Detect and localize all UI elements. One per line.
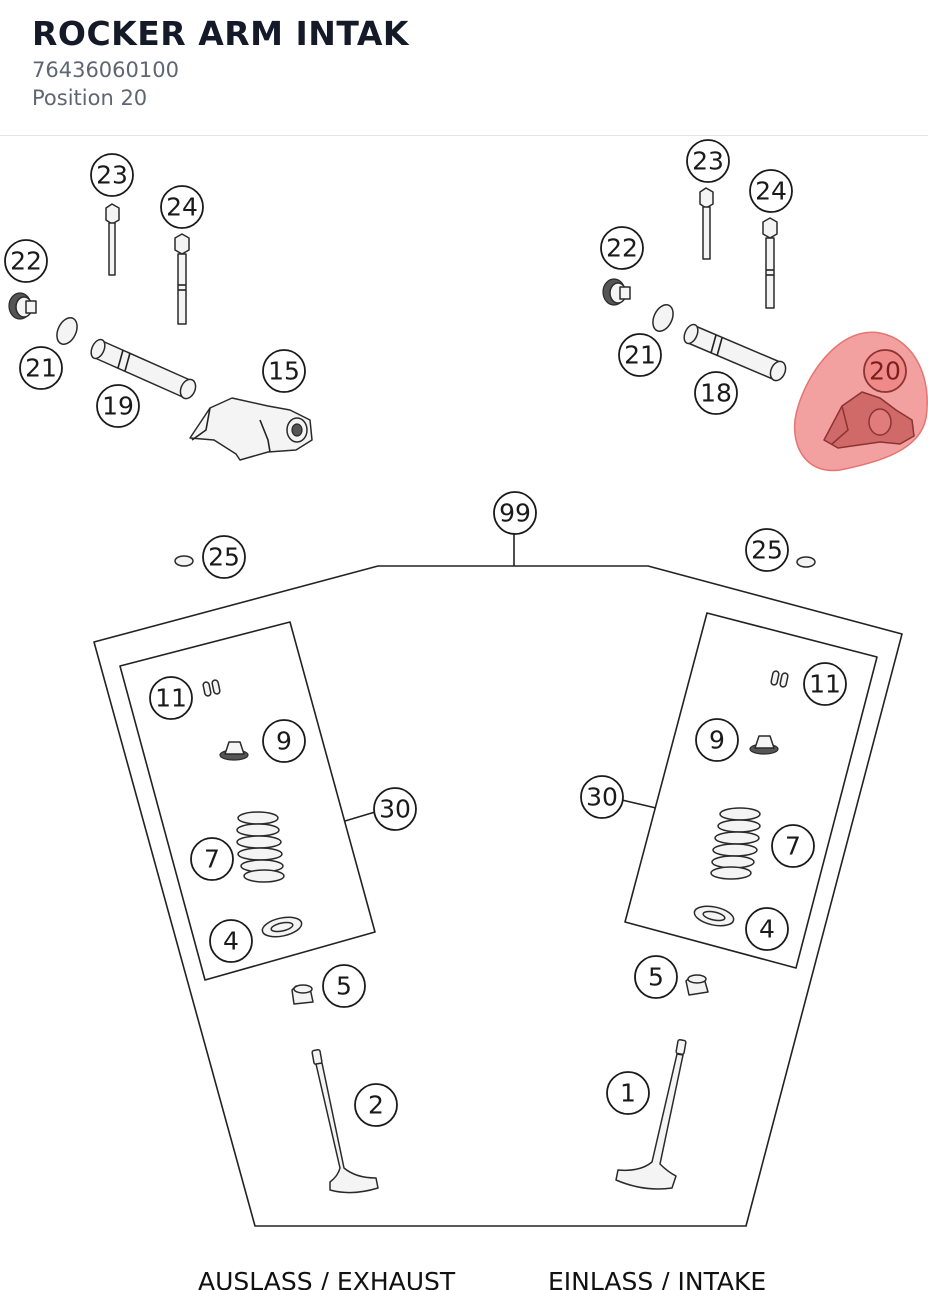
svg-text:7: 7: [785, 832, 801, 861]
callout-21-right[interactable]: 21: [618, 333, 662, 377]
rocker-arm-15-left[interactable]: [189, 397, 313, 461]
callout-24-right[interactable]: 24: [749, 169, 793, 213]
valve-seal-5-left[interactable]: [291, 984, 314, 1005]
bolt-24-right[interactable]: [762, 217, 778, 309]
part-title: ROCKER ARM INTAK: [32, 14, 409, 53]
callout-11-left[interactable]: 11: [149, 676, 193, 720]
callout-30-right[interactable]: 30: [580, 775, 624, 819]
plug-22-left[interactable]: [8, 292, 37, 320]
callout-99[interactable]: 99: [493, 491, 537, 535]
svg-text:24: 24: [755, 177, 787, 206]
callout-9-left[interactable]: 9: [262, 719, 306, 763]
valve-kit-box-left: [119, 621, 376, 981]
callout-23-left[interactable]: 23: [90, 153, 134, 197]
o-ring-21-left[interactable]: [53, 315, 81, 348]
cylinder-head-frame-99: [93, 565, 903, 1227]
shim-25-left[interactable]: [174, 555, 194, 567]
spring-retainer-9-left[interactable]: [219, 741, 249, 761]
rocker-arm-20-right[interactable]: [823, 391, 915, 449]
shim-25-right[interactable]: [796, 556, 816, 568]
o-ring-21-right[interactable]: [649, 302, 677, 335]
intake-valve-1[interactable]: [615, 1038, 687, 1190]
callout-15-left[interactable]: 15: [262, 349, 306, 393]
exhaust-valve-2[interactable]: [311, 1048, 379, 1194]
bolt-24-left[interactable]: [174, 233, 190, 325]
svg-text:99: 99: [499, 499, 531, 528]
valve-keepers-11-right[interactable]: [770, 670, 789, 688]
svg-text:1: 1: [620, 1079, 636, 1108]
callout-4-left[interactable]: 4: [209, 919, 253, 963]
bolt-23-right[interactable]: [699, 187, 714, 260]
svg-text:24: 24: [166, 193, 198, 222]
callout-30-left[interactable]: 30: [373, 787, 417, 831]
callout-9-right[interactable]: 9: [695, 718, 739, 762]
callout-7-right[interactable]: 7: [771, 824, 815, 868]
callout-1-right[interactable]: 1: [606, 1071, 650, 1115]
plug-22-right[interactable]: [602, 278, 631, 306]
callout-4-right[interactable]: 4: [745, 907, 789, 951]
part-position: Position 20: [32, 86, 148, 110]
valve-spring-7-right[interactable]: [710, 807, 761, 880]
svg-text:2: 2: [368, 1091, 384, 1120]
svg-text:4: 4: [759, 915, 775, 944]
shaft-18-right[interactable]: [681, 322, 788, 383]
valve-kit-box-right: [624, 612, 878, 969]
caption-intake: EINLASS / INTAKE: [548, 1267, 766, 1290]
svg-text:11: 11: [155, 684, 187, 713]
callout-25-right[interactable]: 25: [745, 528, 789, 572]
svg-text:22: 22: [606, 234, 638, 263]
callout-21-left[interactable]: 21: [19, 346, 63, 390]
callout-19-left[interactable]: 19: [96, 384, 140, 428]
svg-text:23: 23: [692, 147, 724, 176]
callout-23-right[interactable]: 23: [686, 139, 730, 183]
svg-text:21: 21: [624, 341, 656, 370]
callout-5-left[interactable]: 5: [322, 964, 366, 1008]
svg-text:7: 7: [204, 845, 220, 874]
svg-text:23: 23: [96, 161, 128, 190]
callout-24-left[interactable]: 24: [160, 185, 204, 229]
callout-25-left[interactable]: 25: [202, 535, 246, 579]
svg-text:4: 4: [223, 927, 239, 956]
part-number: 76436060100: [32, 58, 179, 82]
spring-seat-4-left[interactable]: [261, 914, 304, 940]
svg-text:15: 15: [268, 357, 300, 386]
svg-text:30: 30: [586, 783, 618, 812]
svg-text:9: 9: [709, 726, 725, 755]
bolt-23-left[interactable]: [105, 203, 120, 276]
svg-text:5: 5: [336, 972, 352, 1001]
callout-22-left[interactable]: 22: [4, 239, 48, 283]
valve-seal-5-right[interactable]: [685, 974, 709, 996]
svg-text:19: 19: [102, 392, 134, 421]
callout-7-left[interactable]: 7: [190, 837, 234, 881]
svg-text:20: 20: [869, 357, 901, 386]
svg-text:11: 11: [809, 670, 841, 699]
svg-text:25: 25: [208, 543, 240, 572]
svg-text:5: 5: [648, 963, 664, 992]
spring-retainer-9-right[interactable]: [749, 735, 779, 755]
svg-text:22: 22: [10, 247, 42, 276]
caption-exhaust: AUSLASS / EXHAUST: [198, 1267, 456, 1290]
spring-seat-4-right[interactable]: [693, 903, 736, 929]
callout-18-right[interactable]: 18: [694, 371, 738, 415]
svg-text:21: 21: [25, 354, 57, 383]
part-header: ROCKER ARM INTAK 76436060100 Position 20: [0, 0, 928, 136]
svg-text:9: 9: [276, 727, 292, 756]
callout-2-left[interactable]: 2: [354, 1083, 398, 1127]
svg-text:18: 18: [700, 379, 732, 408]
shaft-19-left[interactable]: [88, 337, 198, 401]
exploded-parts-diagram: 23 24 22 21 19 15 23 24 22 21 18 20 99 2…: [4, 139, 928, 1290]
svg-text:25: 25: [751, 536, 783, 565]
valve-keepers-11-left[interactable]: [202, 679, 221, 697]
callout-11-right[interactable]: 11: [803, 662, 847, 706]
valve-spring-7-left[interactable]: [236, 811, 285, 883]
callout-5-right[interactable]: 5: [634, 955, 678, 999]
svg-text:30: 30: [379, 795, 411, 824]
callout-20-right[interactable]: 20: [863, 349, 907, 393]
callout-22-right[interactable]: 22: [600, 226, 644, 270]
